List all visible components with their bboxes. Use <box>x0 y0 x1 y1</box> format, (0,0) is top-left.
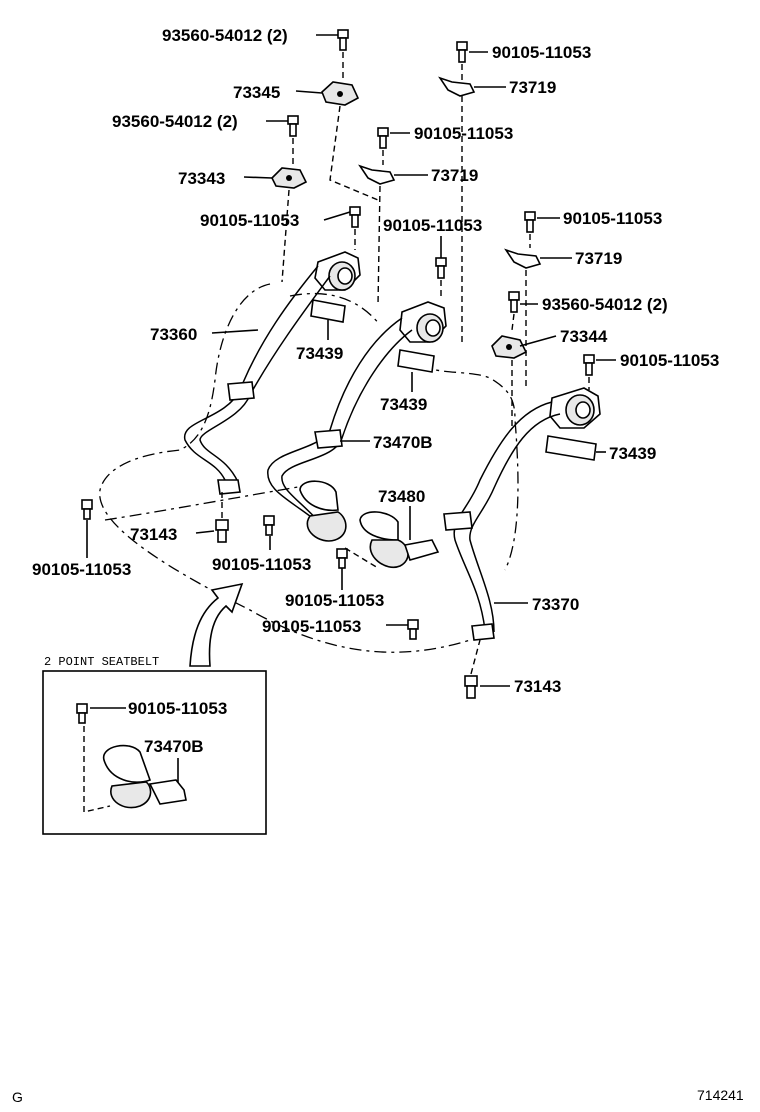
bolt-93560-top <box>337 29 349 51</box>
label-90105-mid-lower: 90105-11053 <box>212 555 311 574</box>
label-73370: 73370 <box>532 595 579 614</box>
belt-73360 <box>184 265 331 495</box>
label-73719-top: 73719 <box>509 78 556 97</box>
label-73345: 73345 <box>233 83 280 102</box>
anchor-73143-right <box>464 675 478 699</box>
bolt-93560-mid <box>287 115 299 137</box>
label-93560-mid: 93560-54012 (2) <box>112 112 238 131</box>
buckle-73480 <box>359 511 440 569</box>
bolt-93560-right <box>508 291 520 313</box>
part-labels: 93560-54012 (2) 73345 93560-54012 (2) 73… <box>32 26 719 696</box>
label-73719-right: 73719 <box>575 249 622 268</box>
bolt-90105-right-retractor <box>583 354 595 376</box>
bolt-90105-left-retractor <box>349 206 361 228</box>
label-73719-center: 73719 <box>431 166 478 185</box>
bolt-90105-right <box>524 211 536 233</box>
arrow-to-inset <box>189 582 244 667</box>
label-73439-left: 73439 <box>296 344 343 363</box>
label-73480: 73480 <box>378 487 425 506</box>
label-93560-top: 93560-54012 (2) <box>162 26 288 45</box>
label-90105-center-lower: 90105-11053 <box>285 591 384 610</box>
bolt-90105-left-lower <box>81 499 93 520</box>
label-90105-right-lower: 90105-11053 <box>262 617 361 636</box>
pad-73439-left <box>310 299 346 323</box>
inset-part-label: 73470B <box>144 737 204 756</box>
label-73439-right: 73439 <box>609 444 656 463</box>
bolt-90105-center-lower <box>336 548 348 569</box>
label-73143-right: 73143 <box>514 677 561 696</box>
label-90105-left-lower: 90105-11053 <box>32 560 131 579</box>
inset-bolt <box>76 703 88 724</box>
label-90105-right-retractor: 90105-11053 <box>620 351 719 370</box>
bracket-73719-top <box>438 76 476 97</box>
leader-lines <box>86 34 616 687</box>
label-90105-top: 90105-11053 <box>492 43 591 62</box>
footer-left-code: G <box>12 1089 23 1105</box>
bolt-90105-center <box>377 127 389 149</box>
anchor-73143-left <box>215 519 229 543</box>
label-73343: 73343 <box>178 169 225 188</box>
label-90105-center-retractor: 90105-11053 <box>383 216 482 235</box>
label-93560-right: 93560-54012 (2) <box>542 295 668 314</box>
footer-figure-number: 714241 <box>697 1087 744 1103</box>
label-73439-center: 73439 <box>380 395 427 414</box>
bolt-90105-center-retractor <box>435 257 447 279</box>
belt-center-73470b <box>267 317 413 526</box>
buckle-73470b <box>299 480 347 542</box>
bracket-73719-right <box>504 248 542 269</box>
label-90105-right: 90105-11053 <box>563 209 662 228</box>
bracket-73719-center <box>358 164 396 185</box>
bolt-90105-mid-lower <box>263 515 275 536</box>
retractor-left <box>314 251 361 291</box>
anchor-cover-73344 <box>491 335 528 359</box>
retractor-right <box>549 387 601 429</box>
inset-buckle <box>103 744 187 809</box>
label-73360: 73360 <box>150 325 197 344</box>
inset-title: 2 POINT SEATBELT <box>44 655 159 669</box>
belt-73370 <box>443 401 561 641</box>
pad-73439-right <box>545 435 597 461</box>
anchor-cover-73345 <box>321 81 360 106</box>
bolt-90105-right-lower <box>407 619 419 640</box>
label-90105-center: 90105-11053 <box>414 124 513 143</box>
inset-bolt-label: 90105-11053 <box>128 699 227 718</box>
anchor-cover-73343 <box>271 167 308 189</box>
retractor-center <box>399 301 447 343</box>
inset-2-point-seatbelt: 2 POINT SEATBELT 90105-11053 73470B <box>42 655 267 835</box>
pad-73439-center <box>397 349 435 373</box>
label-73344: 73344 <box>560 327 608 346</box>
label-90105-left-retractor: 90105-11053 <box>200 211 299 230</box>
label-73143-left: 73143 <box>130 525 177 544</box>
bolt-90105-top <box>456 41 468 63</box>
label-73470b: 73470B <box>373 433 433 452</box>
